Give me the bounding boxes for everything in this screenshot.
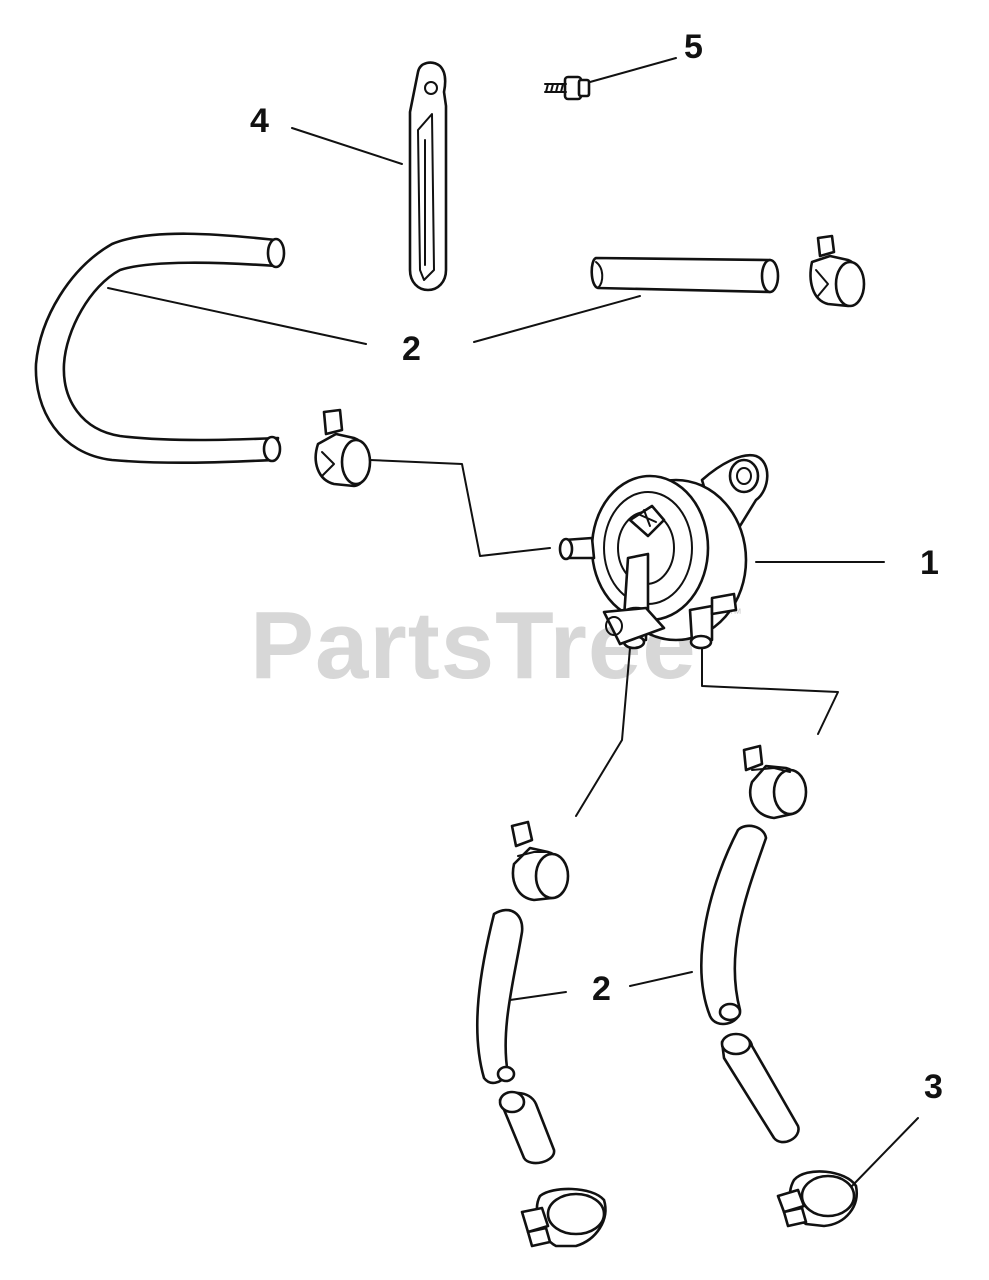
leader-5 (589, 57, 677, 83)
clamp-bottom-left (520, 1187, 607, 1248)
hose-part-2-upper-right (590, 256, 780, 294)
leader-outlet-right (701, 647, 839, 735)
callout-3: 3 (924, 1068, 943, 1106)
strap-part-4 (408, 61, 448, 292)
leader-lines (107, 57, 919, 1187)
callouts: 5 4 2 1 2 3 (250, 28, 943, 1106)
hose-part-2-lower-left (476, 908, 524, 1085)
leader-2-bottom-right (629, 971, 693, 987)
leader-outlet-left (575, 647, 631, 817)
callout-2-bottom: 2 (592, 970, 611, 1008)
leader-2-top-right (473, 295, 641, 343)
hose-lower-right-short (720, 1032, 800, 1144)
leader-4 (291, 127, 403, 165)
hose-part-2-lower-right (700, 824, 768, 1026)
clamp-upper-left (314, 408, 372, 488)
callout-2-top: 2 (402, 330, 421, 368)
callout-4: 4 (250, 102, 269, 140)
clamp-bottom-right (776, 1170, 858, 1228)
callout-1: 1 (920, 544, 939, 582)
leader-3 (851, 1117, 919, 1187)
callout-5: 5 (684, 28, 703, 66)
clamp-lower-right-top (742, 744, 808, 820)
fuel-pump-part-1 (558, 453, 769, 650)
hose-part-2-upper-left (34, 232, 286, 465)
leader-2-bottom-left (509, 991, 567, 1001)
leader-clamp-to-pump (369, 459, 551, 557)
hose-lower-left-short (498, 1090, 556, 1165)
clamp-lower-left (510, 820, 570, 902)
clamp-upper-right (809, 234, 866, 308)
leader-2-top-left (107, 287, 367, 345)
screw-part-5 (544, 75, 591, 101)
